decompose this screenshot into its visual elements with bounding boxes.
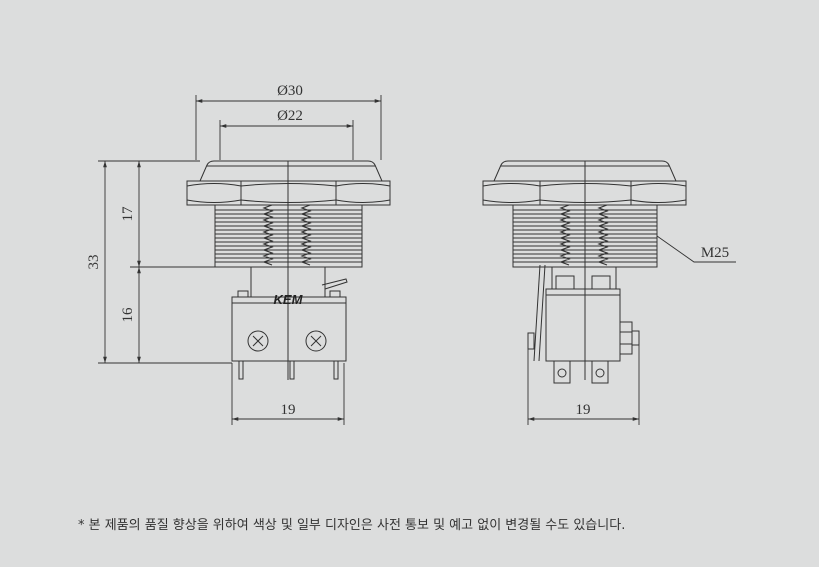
brand-logo: KEM <box>274 292 304 307</box>
front-lever <box>321 278 348 290</box>
side-spring-left <box>559 204 571 266</box>
side-plunger-stem <box>551 266 617 290</box>
side-button-cap <box>493 160 677 182</box>
side-dimensions <box>527 235 736 425</box>
side-view <box>482 160 687 384</box>
front-button-cap <box>199 160 383 182</box>
side-terminal-right <box>591 360 609 384</box>
footnote: * 본 제품의 품질 향상을 위하여 색상 및 일부 디자인은 사전 통보 및 … <box>78 518 626 533</box>
thread-leader-line <box>656 235 736 263</box>
dim-side-width: 19 <box>576 402 591 418</box>
side-terminal-left <box>553 360 571 384</box>
front-spring-left <box>262 204 274 266</box>
front-screw-right <box>305 330 327 352</box>
dim-front-width: 19 <box>281 402 296 418</box>
dim-lower-height: 16 <box>120 307 136 323</box>
front-screw-left <box>247 330 269 352</box>
dim-upper-height: 17 <box>120 206 136 222</box>
front-micro-switch <box>231 296 347 362</box>
front-dimensions <box>98 95 382 425</box>
dim-total-height: 33 <box>86 255 102 270</box>
dim-outer-diameter: Ø30 <box>277 83 303 99</box>
thread-label: M25 <box>701 245 729 261</box>
side-micro-switch <box>545 288 621 362</box>
front-spring-right <box>300 204 312 266</box>
front-view <box>186 160 391 380</box>
side-spring-right <box>597 204 609 266</box>
dim-inner-diameter: Ø22 <box>277 108 303 124</box>
side-lever <box>533 264 541 362</box>
front-terminal-pins <box>238 360 339 380</box>
side-screw-head <box>619 321 640 355</box>
